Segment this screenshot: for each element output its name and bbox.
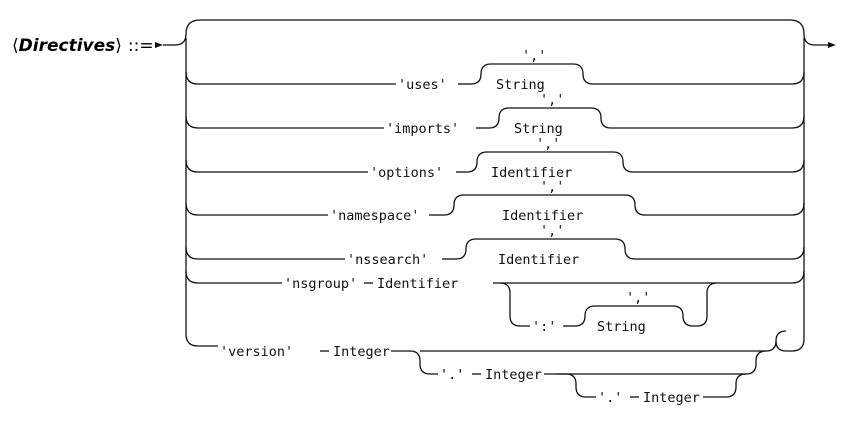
version-dot-1: '.' bbox=[440, 367, 464, 383]
version-dot-2: '.' bbox=[598, 390, 622, 406]
rule-assign: ::= bbox=[128, 36, 154, 56]
branch-namespace: 'namespace' ',' Identifier bbox=[185, 179, 805, 224]
uses-separator: ',' bbox=[522, 48, 546, 64]
version-keyword: 'version' bbox=[220, 344, 293, 360]
main-rail bbox=[163, 19, 828, 334]
rule-open-bracket: ⟨ bbox=[12, 36, 19, 56]
nsgroup-item: String bbox=[597, 319, 646, 335]
nsgroup-separator: ',' bbox=[626, 290, 650, 306]
options-keyword: 'options' bbox=[370, 165, 443, 181]
rule-name: Directives bbox=[19, 36, 116, 56]
version-major: Integer bbox=[333, 344, 390, 360]
imports-item: String bbox=[514, 121, 563, 137]
rule-header: ⟨Directives⟩::= bbox=[12, 36, 154, 56]
nsgroup-name: Identifier bbox=[377, 276, 458, 292]
uses-keyword: 'uses' bbox=[398, 77, 447, 93]
branch-nssearch: 'nssearch' ',' Identifier bbox=[185, 223, 805, 268]
imports-keyword: 'imports' bbox=[386, 121, 459, 137]
uses-item: String bbox=[496, 77, 545, 93]
namespace-separator: ',' bbox=[540, 179, 564, 195]
branch-uses: 'uses' ',' String bbox=[185, 48, 805, 93]
exit-arrow-icon bbox=[828, 42, 836, 48]
nssearch-keyword: 'nssearch' bbox=[347, 252, 428, 268]
branch-version: 'version' Integer '.' Integer '.' Intege… bbox=[185, 330, 805, 406]
version-minor: Integer bbox=[485, 367, 542, 383]
nssearch-item: Identifier bbox=[498, 252, 579, 268]
namespace-keyword: 'namespace' bbox=[330, 208, 419, 224]
options-separator: ',' bbox=[536, 136, 560, 152]
namespace-item: Identifier bbox=[502, 208, 583, 224]
branch-imports: 'imports' ',' String bbox=[185, 92, 805, 137]
nsgroup-keyword: 'nsgroup' bbox=[284, 276, 357, 292]
imports-separator: ',' bbox=[540, 92, 564, 108]
rule-close-bracket: ⟩ bbox=[115, 36, 122, 56]
branch-options: 'options' ',' Identifier bbox=[185, 136, 805, 181]
entry-arrow-icon bbox=[155, 42, 163, 48]
options-item: Identifier bbox=[491, 165, 572, 181]
nssearch-separator: ',' bbox=[540, 223, 564, 239]
version-patch: Integer bbox=[643, 390, 700, 406]
branch-nsgroup: 'nsgroup' Identifier ':' ',' String bbox=[185, 270, 805, 335]
nsgroup-colon: ':' bbox=[532, 319, 556, 335]
